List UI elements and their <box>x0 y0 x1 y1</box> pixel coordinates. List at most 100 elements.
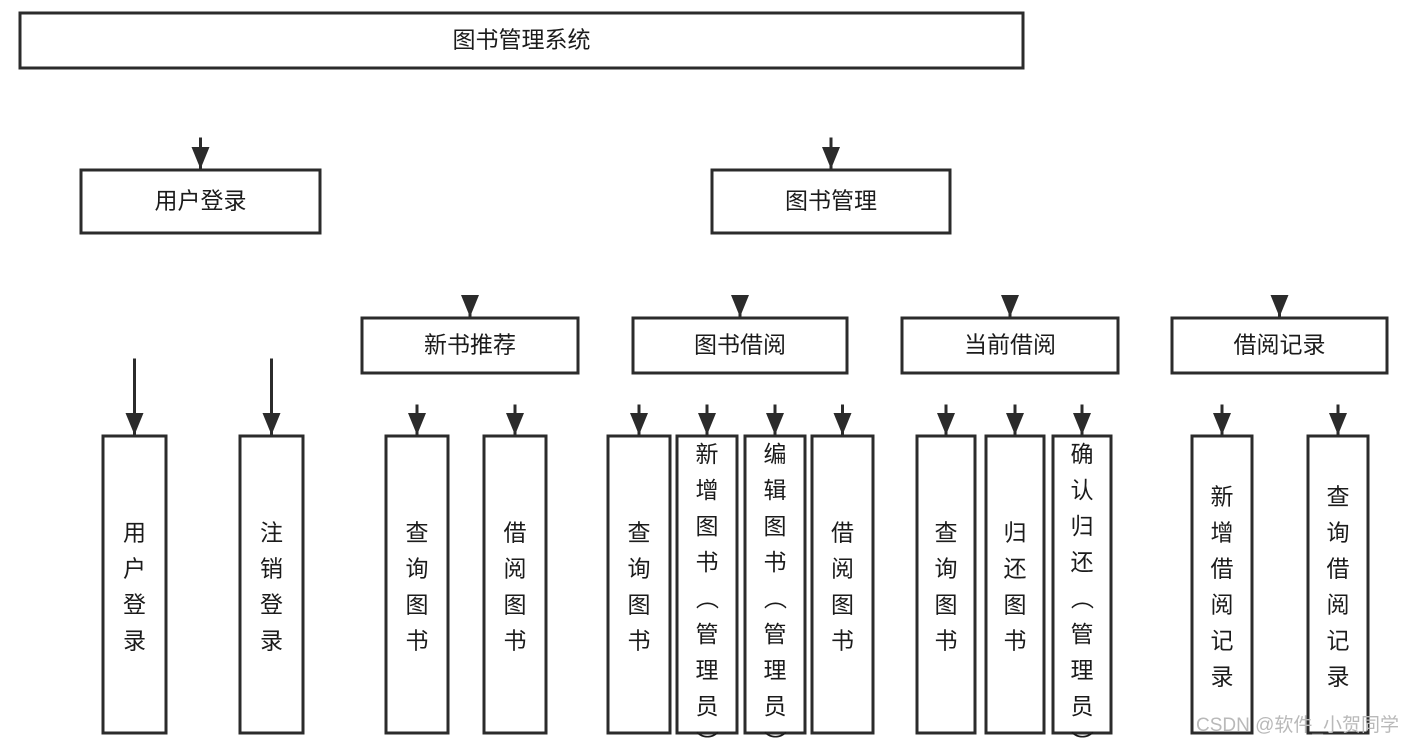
node-label-char: 书 <box>831 628 854 654</box>
node-label-char: 管 <box>696 621 719 647</box>
node-book-management[interactable]: 图书管理 <box>710 168 952 235</box>
node-label-char: 新 <box>696 441 719 467</box>
node-box-user-login[interactable] <box>79 168 322 235</box>
node-label-char: 员 <box>764 693 787 719</box>
node-label-char: 书 <box>628 628 651 654</box>
node-box-borrow-borrow-book[interactable] <box>810 434 875 735</box>
node-label-char: 注 <box>260 520 283 546</box>
connector-arrowhead <box>937 413 955 435</box>
node-label-char: 用 <box>123 520 146 546</box>
node-label-char: （ <box>694 587 720 610</box>
node-label-char: （ <box>762 587 788 610</box>
node-user-login[interactable]: 用户登录 <box>79 168 322 235</box>
node-box-user-logout-leaf[interactable] <box>238 434 305 735</box>
node-box-new-book-recommend[interactable] <box>360 316 580 375</box>
node-new-book-recommend[interactable]: 新书推荐 <box>360 316 580 375</box>
node-book-borrow[interactable]: 图书借阅 <box>631 316 849 375</box>
connector-arrowhead <box>1006 413 1024 435</box>
node-box-book-borrow[interactable] <box>631 316 849 375</box>
node-label-char: 确 <box>1071 441 1094 467</box>
connector-arrowhead <box>506 413 524 435</box>
connector-arrowhead <box>262 413 281 435</box>
node-label-char: 图 <box>1004 592 1027 618</box>
node-label-char: 询 <box>935 556 958 582</box>
node-box-current-query-book[interactable] <box>915 434 977 735</box>
node-label-char: 阅 <box>504 556 527 582</box>
node-label-char: 书 <box>504 628 527 654</box>
node-box-user-login-leaf[interactable] <box>101 434 168 735</box>
node-label-char: 录 <box>1211 664 1234 690</box>
node-label-char: 记 <box>1211 628 1234 654</box>
connector-arrowhead <box>1329 413 1347 435</box>
node-box-current-borrow[interactable] <box>900 316 1120 375</box>
node-label-char: 归 <box>1071 513 1094 539</box>
node-label-char: 阅 <box>831 556 854 582</box>
node-label-char: 员 <box>1071 693 1094 719</box>
node-box-recommend-borrow-book[interactable] <box>482 434 548 735</box>
node-box-current-confirm-return[interactable] <box>1051 434 1113 735</box>
node-box-book-management[interactable] <box>710 168 952 235</box>
connector-arrowhead <box>461 295 479 317</box>
connector-arrowhead <box>191 147 210 169</box>
node-label-char: 编 <box>764 441 787 467</box>
node-label-char: 书 <box>764 549 787 575</box>
connector-arrowhead <box>833 413 852 435</box>
node-root[interactable]: 图书管理系统 <box>18 11 1025 70</box>
node-label-char: 员 <box>696 693 719 719</box>
node-box-borrow-records[interactable] <box>1170 316 1389 375</box>
node-box-records-add[interactable] <box>1190 434 1254 735</box>
node-box-borrow-query-book[interactable] <box>606 434 672 735</box>
node-box-current-return-book[interactable] <box>984 434 1046 735</box>
node-label-char: 归 <box>1004 520 1027 546</box>
connector-arrowhead <box>408 413 426 435</box>
node-box-root[interactable] <box>18 11 1025 70</box>
node-box-borrow-add-book[interactable] <box>675 434 739 735</box>
connector-arrowhead <box>630 413 648 435</box>
node-label-char: 记 <box>1327 628 1350 654</box>
node-label-char: 图 <box>406 592 429 618</box>
node-label-char: ） <box>1069 731 1095 747</box>
node-label-char: 图 <box>935 592 958 618</box>
node-label-char: 查 <box>1327 484 1350 510</box>
connector-arrowhead <box>766 413 784 435</box>
node-label-char: 登 <box>260 592 283 618</box>
node-box-borrow-edit-book[interactable] <box>743 434 807 735</box>
node-label-char: 辑 <box>764 477 787 503</box>
node-current-borrow[interactable]: 当前借阅 <box>900 316 1120 375</box>
node-user-login-leaf[interactable]: 用户登录 <box>101 434 168 735</box>
node-box-records-query[interactable] <box>1306 434 1370 735</box>
node-label-book-borrow: 图书借阅 <box>694 332 786 358</box>
node-label-char: 阅 <box>1211 592 1234 618</box>
node-label-char: 录 <box>1327 664 1350 690</box>
node-label-char: 书 <box>935 628 958 654</box>
node-borrow-records[interactable]: 借阅记录 <box>1170 316 1389 375</box>
node-label-char: 阅 <box>1327 592 1350 618</box>
node-layer: 图书管理系统用户登录用户登录注销登录图书管理新书推荐查询图书借阅图书图书借阅查询… <box>18 11 1389 747</box>
node-label-char: 户 <box>123 556 146 582</box>
node-label-char: 录 <box>260 628 283 654</box>
node-box-recommend-query-book[interactable] <box>384 434 450 735</box>
node-label-char: 书 <box>1004 628 1027 654</box>
connector-arrowhead <box>1213 413 1231 435</box>
node-label-char: 理 <box>696 657 719 683</box>
node-label-char: 书 <box>696 549 719 575</box>
node-label-new-book-recommend: 新书推荐 <box>424 332 516 358</box>
connector-arrowhead <box>698 413 716 435</box>
node-label-char: 录 <box>123 628 146 654</box>
node-label-char: 管 <box>764 621 787 647</box>
node-label-char: 增 <box>696 477 719 503</box>
node-label-char: 图 <box>628 592 651 618</box>
